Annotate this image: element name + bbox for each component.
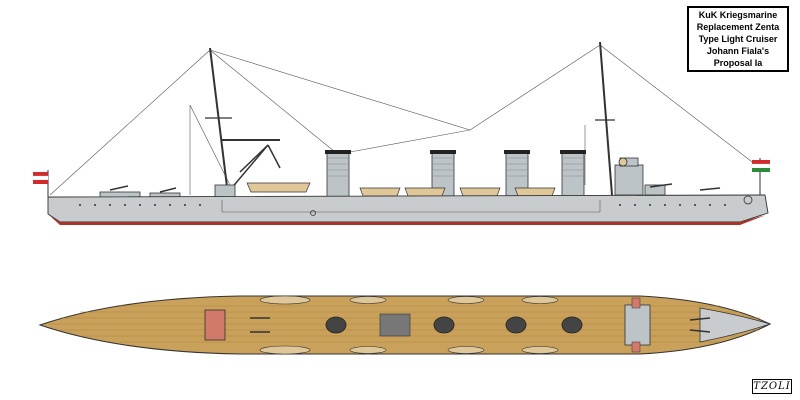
title-line-5: Proposal Ia (713, 58, 763, 68)
title-line-4: Johann Fiala's (706, 46, 770, 56)
artist-signature: TZOLI (752, 379, 792, 394)
naval-jack-icon (751, 158, 771, 195)
mainmast (595, 41, 615, 196)
fore-superstructure (99, 184, 236, 199)
guns (109, 183, 721, 193)
austro-hungarian-ensign-icon (32, 170, 49, 197)
funnels (325, 150, 586, 198)
plan-boats (259, 295, 559, 355)
hull-side (47, 194, 769, 225)
plan-guns (250, 317, 711, 333)
title-box: KuK Kriegsmarine Replacement Zenta Type … (687, 6, 789, 72)
foremast (205, 47, 280, 196)
plan-view (38, 295, 772, 355)
side-profile (32, 41, 771, 225)
funnel-3 (504, 150, 530, 198)
funnel-1 (325, 150, 351, 198)
boat-crane (229, 144, 281, 191)
aft-bridge (614, 157, 666, 196)
title-line-2: Replacement Zenta (696, 22, 780, 32)
portholes (79, 204, 726, 206)
title-line-3: Type Light Cruiser (698, 34, 778, 44)
title-line-1: KuK Kriegsmarine (698, 10, 778, 20)
funnel-4 (560, 150, 586, 198)
funnel-tops (325, 316, 583, 334)
bow-plating (699, 307, 772, 343)
rigging (49, 44, 761, 196)
